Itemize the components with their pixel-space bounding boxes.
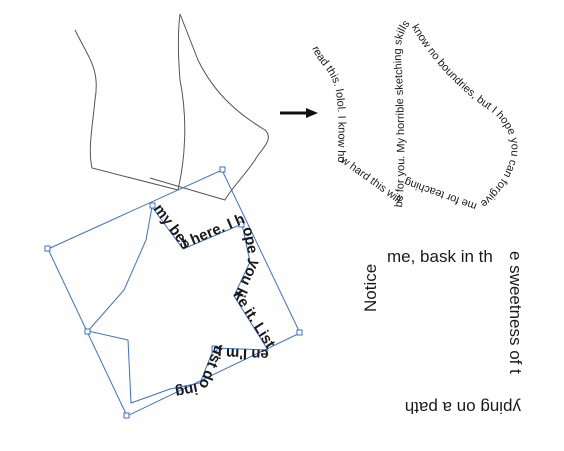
selection-handles[interactable] (44, 166, 303, 419)
handle-bottom-right[interactable] (296, 329, 303, 336)
path-text-right[interactable]: e sweetness of t (506, 251, 525, 374)
handle-top-right[interactable] (219, 166, 226, 173)
handle-bottom-left[interactable] (123, 412, 130, 419)
handle-top-left[interactable] (44, 245, 51, 252)
star-path-text[interactable]: my best here. I hope you like it. Listen… (150, 201, 279, 401)
path-text-top[interactable]: me, bask in th (387, 247, 493, 266)
selection-bounding-box[interactable] (47, 169, 301, 417)
freehand-wing-path[interactable] (74, 13, 269, 201)
wing-path-text[interactable]: read this. lolol. I know how hard this w… (0, 0, 521, 212)
handle-star-right[interactable] (238, 221, 245, 228)
right-arrow-icon (280, 108, 318, 118)
handle-star-inner[interactable] (211, 345, 218, 352)
star-text-path[interactable] (87, 205, 269, 404)
path-text-bottom[interactable]: yping on a path (405, 398, 521, 417)
handle-star-left[interactable] (84, 328, 91, 335)
handle-star-point[interactable] (149, 202, 156, 209)
notice-text[interactable]: Notice (361, 264, 380, 312)
